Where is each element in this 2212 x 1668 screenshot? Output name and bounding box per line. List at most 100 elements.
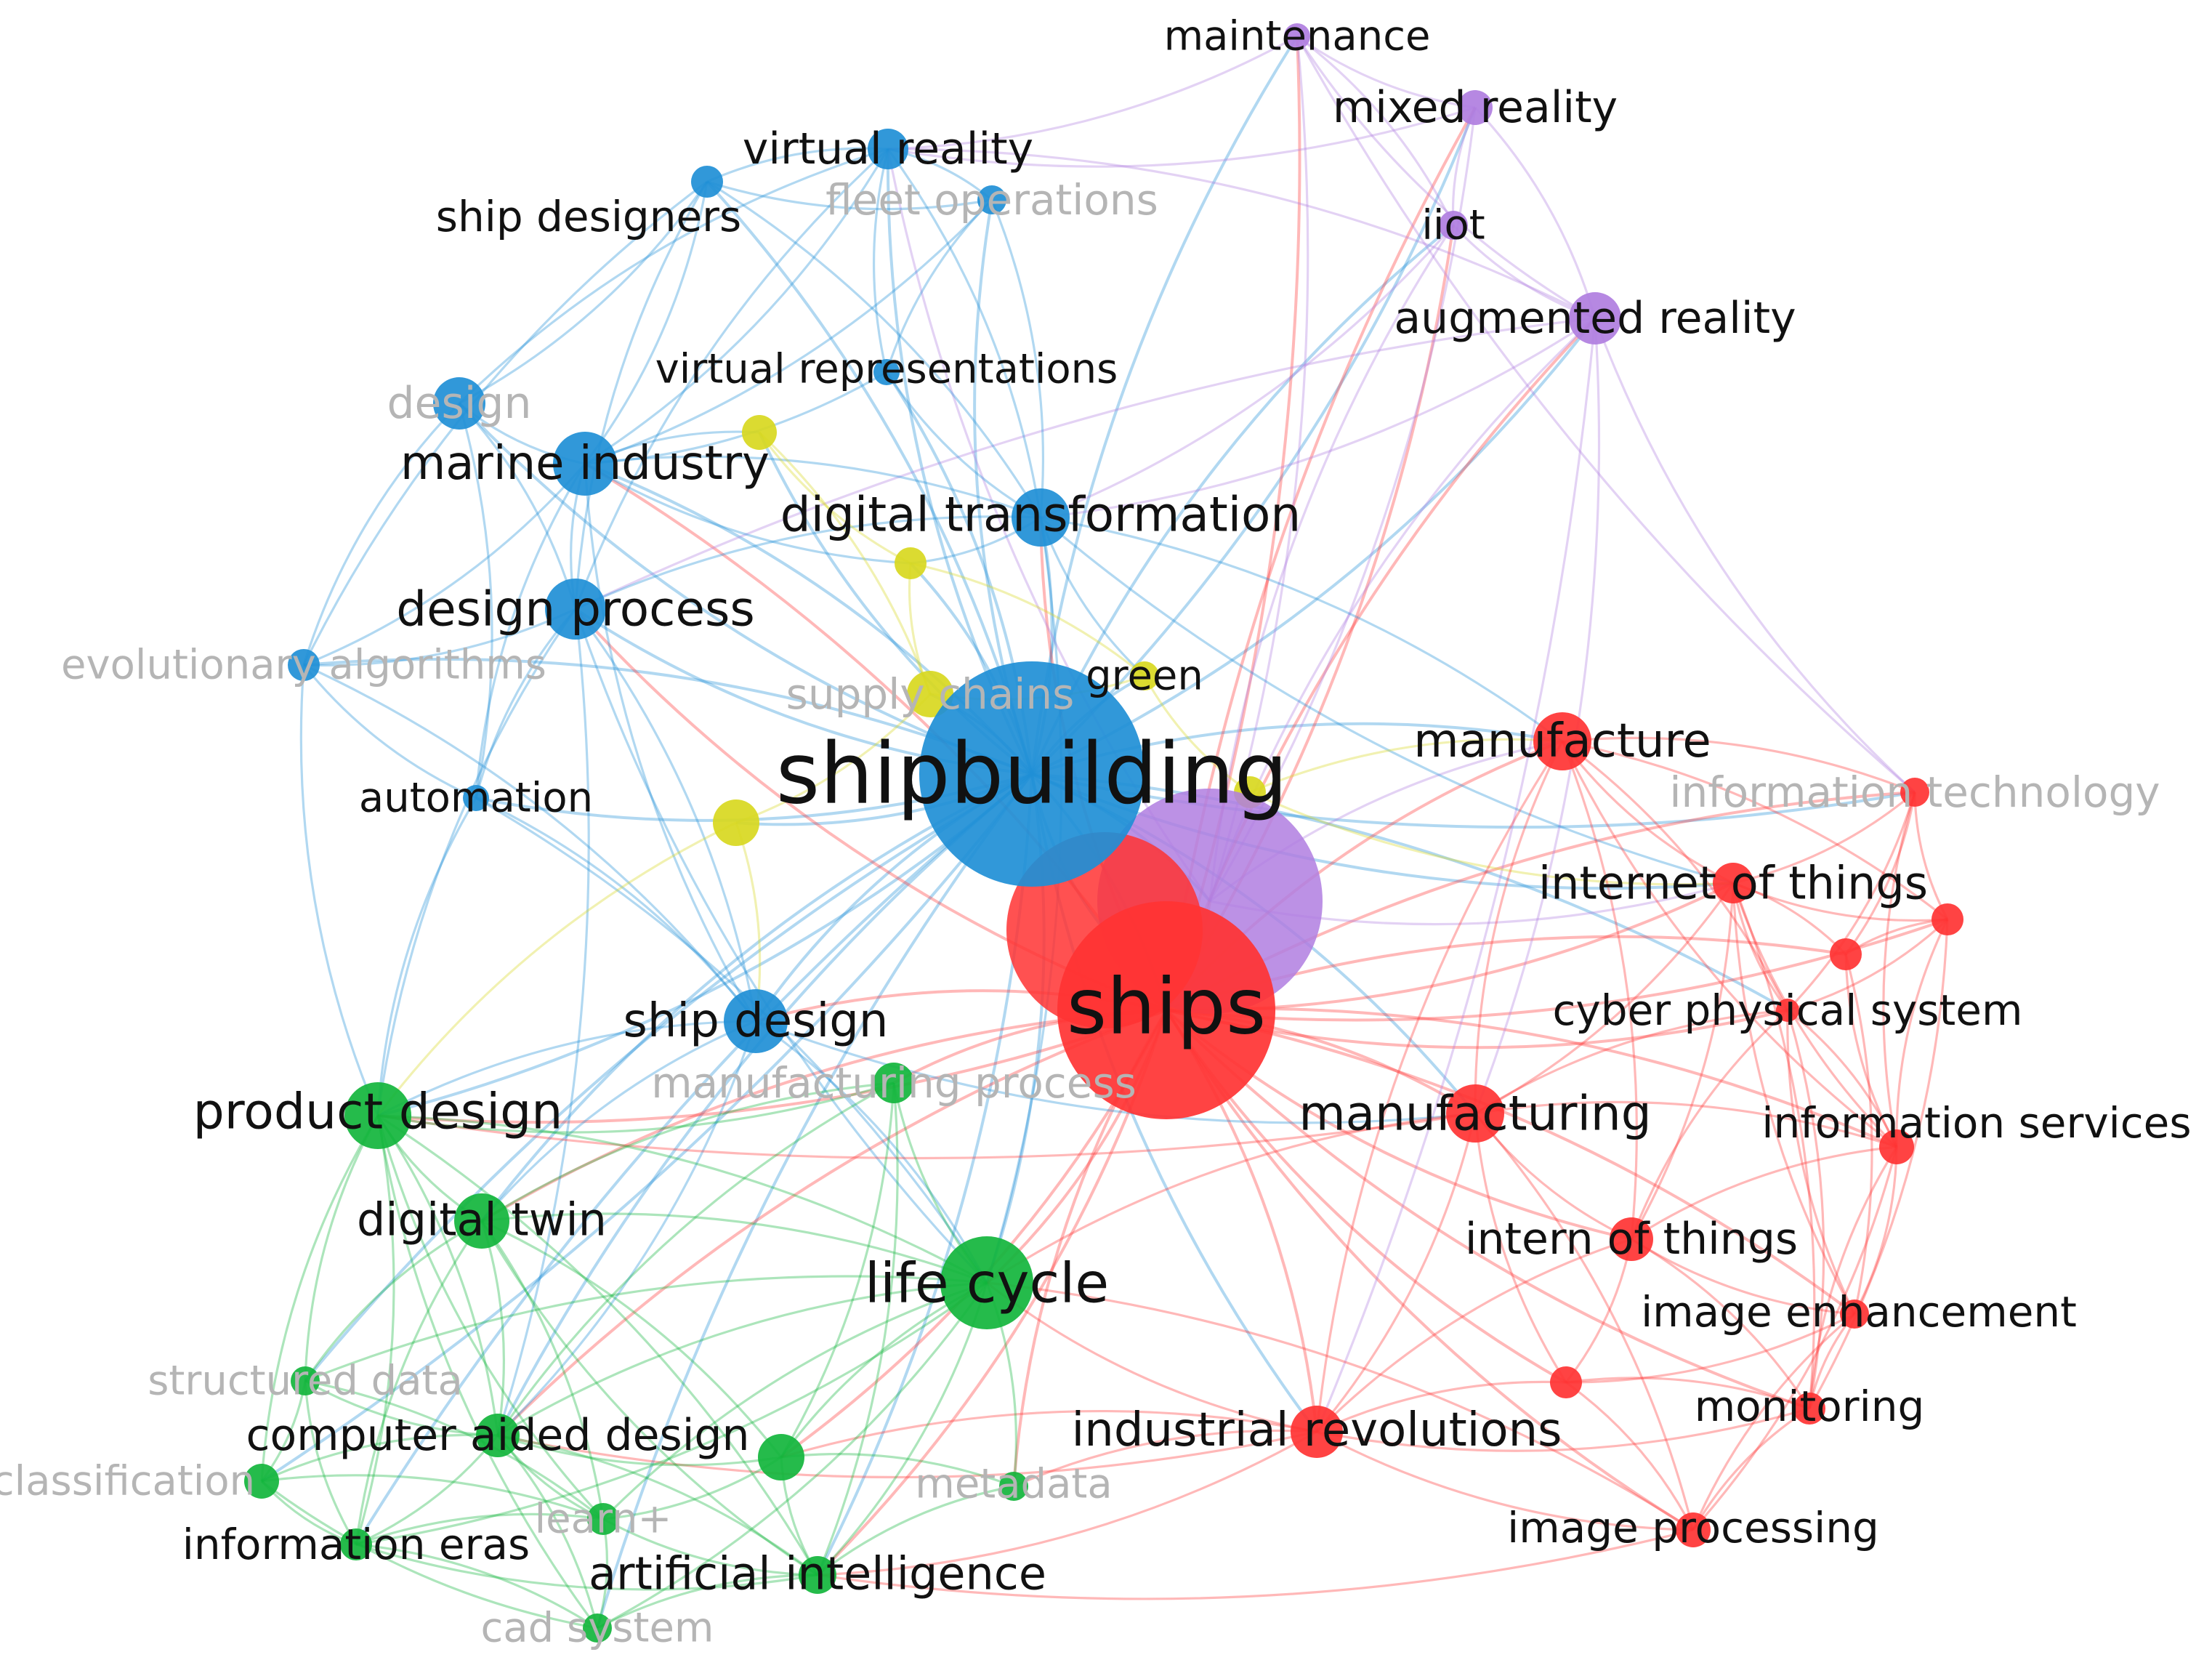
node-design-process[interactable]: [545, 579, 606, 640]
label-design-process: design process: [396, 581, 755, 637]
node-metadata[interactable]: [999, 1472, 1028, 1501]
node-industrial-revolutions[interactable]: [1291, 1406, 1343, 1458]
label-fleet-operations: fleet operations: [826, 175, 1158, 225]
node-augmented-reality[interactable]: [1569, 292, 1621, 345]
node-fleet-operations[interactable]: [977, 185, 1006, 214]
node-cyber-physical-system[interactable]: [1776, 999, 1799, 1022]
edge-yellow-left-product-design: [376, 821, 737, 1116]
node-shipbuilding[interactable]: [919, 661, 1145, 887]
node-internet-of-things[interactable]: [1713, 863, 1753, 903]
node-red-b[interactable]: [1830, 938, 1862, 970]
edge-cyber-physical-system-manufacturing: [1474, 1009, 1788, 1115]
node-red-a[interactable]: [1932, 903, 1963, 935]
edge-image-processing-artificial-intelligence: [817, 1528, 1694, 1600]
edge-red-c-image-processing: [1565, 1381, 1695, 1531]
edge-ship-design-computer-aided-design: [496, 1020, 757, 1437]
label-manufacturing: manufacturing: [1299, 1086, 1651, 1142]
edge-industrial-revolutions-computer-aided-design: [497, 1430, 1317, 1479]
edge-marine-industry-evolutionary-algorithms: [303, 462, 586, 666]
edge-red-a-monitoring: [1808, 919, 1949, 1409]
edge-information-technology-internet-of-things: [1732, 791, 1916, 885]
node-monitoring[interactable]: [1793, 1393, 1825, 1425]
edge-information-services-image-processing: [1692, 1146, 1898, 1531]
node-evolutionary-algorithms[interactable]: [288, 649, 320, 681]
node-marine-industry[interactable]: [553, 432, 617, 496]
edge-product-design-structured-data: [304, 1115, 379, 1382]
node-structured-data[interactable]: [291, 1366, 320, 1395]
node-mixed-reality[interactable]: [1458, 90, 1493, 125]
edge-product-design-cad-system: [376, 1115, 599, 1629]
edge-structured-data-computer-aided-design: [304, 1379, 498, 1437]
node-product-design[interactable]: [344, 1082, 411, 1149]
node-virtual-representations[interactable]: [873, 359, 900, 385]
node-digital-twin[interactable]: [454, 1193, 509, 1249]
label-computer-aided-design: computer aided design: [246, 1410, 749, 1461]
edge-cyber-physical-system-intern-of-things: [1630, 1009, 1789, 1240]
node-information-eras[interactable]: [340, 1528, 372, 1560]
node-ships[interactable]: [1057, 901, 1275, 1119]
edge-design-process-digital-transformation: [575, 515, 1041, 611]
edge-automation-product-design: [376, 797, 477, 1116]
node-yellow-left[interactable]: [713, 799, 759, 846]
edge-image-processing-life-cycle: [986, 1281, 1694, 1531]
node-information-technology[interactable]: [1900, 778, 1929, 807]
edge-product-design-computer-aided-design: [376, 1115, 499, 1436]
node-digital-transformation[interactable]: [1012, 488, 1070, 547]
node-classification[interactable]: [244, 1464, 279, 1499]
node-yellow-mid[interactable]: [895, 547, 927, 579]
edge-augmented-reality-industrial-revolutions: [1315, 318, 1597, 1433]
node-computer-aided-design[interactable]: [476, 1414, 520, 1457]
edge-ships-product-design: [377, 1009, 1167, 1124]
node-design[interactable]: [433, 377, 485, 430]
node-green[interactable]: [1130, 661, 1159, 690]
node-cad-system[interactable]: [583, 1613, 612, 1643]
edge-ships-image-processing: [1165, 1009, 1695, 1531]
edge-cyber-physical-system-information-services: [1787, 1009, 1898, 1148]
node-learn[interactable]: [587, 1503, 619, 1535]
node-image-enhancement[interactable]: [1840, 1300, 1869, 1329]
node-green-x[interactable]: [758, 1434, 804, 1480]
edge-design-process-product-design: [376, 608, 577, 1116]
node-automation[interactable]: [463, 785, 489, 811]
label-image-enhancement: image enhancement: [1641, 1287, 2077, 1337]
node-red-c[interactable]: [1550, 1366, 1582, 1398]
edge-manufacturing-industrial-revolutions: [1315, 1113, 1477, 1433]
node-ship-design[interactable]: [724, 989, 788, 1053]
edge-maintenance-iiot: [1296, 35, 1455, 226]
edge-red-a-cyber-physical-system: [1787, 918, 1949, 1012]
edge-maintenance-virtual-reality: [887, 35, 1298, 150]
label-classification: classification: [0, 1458, 255, 1505]
node-iiot[interactable]: [1439, 211, 1468, 240]
edge-virtual-reality-design-process: [574, 148, 889, 610]
node-information-services[interactable]: [1879, 1129, 1914, 1164]
node-yellow-top[interactable]: [742, 415, 777, 450]
edge-hidden-purple-maintenance: [1208, 36, 1309, 902]
edge-internet-of-things-image-enhancement: [1732, 882, 1856, 1315]
edge-augmented-reality-information-technology: [1594, 318, 1916, 794]
edge-mixed-reality-augmented-reality: [1474, 106, 1597, 319]
node-intern-of-things[interactable]: [1610, 1217, 1653, 1261]
node-life-cycle[interactable]: [940, 1236, 1033, 1329]
label-digital-transformation: digital transformation: [780, 487, 1301, 543]
node-image-processing[interactable]: [1676, 1512, 1711, 1547]
node-manufacturing-process[interactable]: [873, 1063, 914, 1103]
node-manufacture[interactable]: [1533, 712, 1591, 770]
label-learn: learn+: [535, 1496, 672, 1543]
edge-yellow-top-yellow-mid: [758, 432, 911, 565]
edge-ship-design-life-cycle: [755, 1020, 988, 1284]
edge-shipbuilding-mixed-reality: [1030, 107, 1477, 775]
node-virtual-reality[interactable]: [868, 129, 908, 169]
node-ship-designers[interactable]: [691, 166, 723, 198]
edge-green-yellow-right: [1143, 675, 1251, 794]
node-manufacturing[interactable]: [1446, 1084, 1504, 1143]
edge-shipbuilding-cyber-physical-system: [1031, 773, 1788, 1012]
edge-ships-image-enhancement: [1166, 1009, 1856, 1316]
node-maintenance[interactable]: [1284, 23, 1310, 49]
label-life-cycle: life cycle: [865, 1251, 1109, 1316]
edge-manufacturing-process-product-design: [377, 1081, 895, 1134]
node-artificial-intelligence[interactable]: [799, 1556, 836, 1594]
label-manufacture: manufacture: [1413, 714, 1711, 768]
edge-shipbuilding-maintenance: [1030, 35, 1299, 775]
edge-life-cycle-information-eras: [355, 1281, 988, 1546]
node-supply-chains[interactable]: [907, 671, 953, 717]
